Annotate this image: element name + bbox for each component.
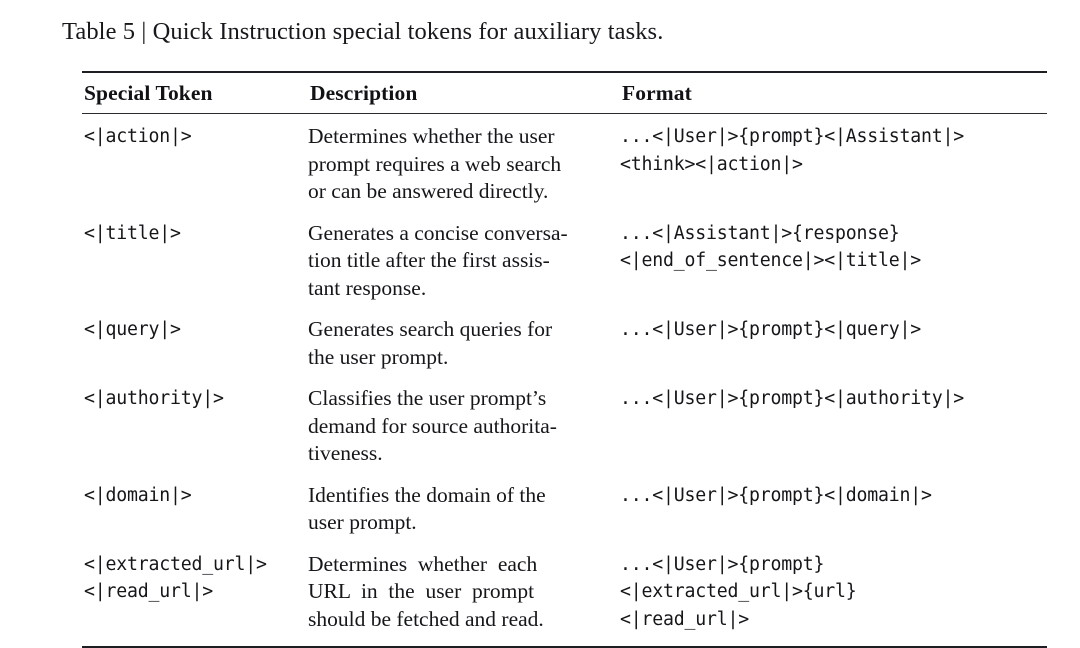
table-row: <|domain|> Identifies the domain of the us…	[82, 482, 1047, 537]
cell-description: Identifies the domain of the user prompt.	[308, 482, 620, 537]
table-row: <|authority|> Classifies the user prompt’…	[82, 385, 1047, 468]
description-line: prompt requires a web search	[308, 151, 562, 176]
format-line: ...<|User|>{prompt}<|Assistant|>	[620, 126, 964, 147]
column-header-special-token: Special Token	[84, 81, 213, 105]
special-token-text: <|query|>	[84, 319, 181, 340]
cell-special-token: <|action|>	[82, 123, 308, 151]
cell-format: ...<|User|>{prompt}<|Assistant|> <think><…	[620, 123, 1047, 178]
description-line: the user prompt.	[308, 344, 449, 369]
table-row: <|action|> Determines whether the user pro…	[82, 123, 1047, 206]
table-row: <|title|> Generates a concise conversa-ti…	[82, 220, 1047, 303]
special-token-text: <|action|>	[84, 126, 192, 147]
format-line: <think><|action|>	[620, 153, 803, 175]
column-header-description: Description	[310, 81, 418, 105]
description-line: should be fetched and read.	[308, 606, 544, 631]
cell-special-token: <|query|>	[82, 316, 308, 344]
format-line: ...<|Assistant|>{response}	[620, 222, 900, 244]
special-token-text: <|authority|>	[84, 388, 224, 409]
table-caption: Table 5 | Quick Instruction special toke…	[62, 18, 664, 45]
format-line: ...<|User|>{prompt}	[620, 553, 825, 575]
format-line: <|extracted_url|>{url}	[620, 581, 857, 602]
table-row: <|query|> Generates search queries for the…	[82, 316, 1047, 371]
description-line: or can be answered directly.	[308, 179, 549, 203]
description-line: Generates a concise conversa-	[308, 220, 568, 245]
cell-special-token: <|domain|>	[82, 482, 308, 510]
table-body: <|action|> Determines whether the user pro…	[82, 114, 1047, 646]
description-line: Determines whether each	[308, 551, 538, 576]
cell-format: ...<|Assistant|>{response} <|end_of_sente…	[620, 220, 1047, 275]
table-top-rule	[82, 71, 1047, 73]
format-line: <|end_of_sentence|><|title|>	[620, 250, 921, 271]
description-line: user prompt.	[308, 510, 417, 534]
special-token-text: <|read_url|>	[84, 581, 213, 602]
cell-format: ...<|User|>{prompt}<|authority|>	[620, 385, 1047, 413]
cell-special-token: <|authority|>	[82, 385, 308, 413]
description-line: URL in the user prompt	[308, 579, 535, 603]
description-line: tant response.	[308, 275, 427, 300]
cell-description: Generates search queries for the user pro…	[308, 316, 620, 371]
format-line: ...<|User|>{prompt}<|domain|>	[620, 484, 932, 506]
description-line: Determines whether the user	[308, 124, 555, 148]
description-line: Identifies the domain of the	[308, 482, 546, 507]
special-token-text: <|domain|>	[84, 484, 192, 506]
format-line: ...<|User|>{prompt}<|query|>	[620, 319, 921, 340]
special-tokens-table: Special Token Description Format <|actio…	[82, 71, 1047, 648]
special-token-text: <|extracted_url|>	[84, 553, 267, 575]
table-row: <|extracted_url|><|read_url|>Determines …	[82, 551, 1047, 634]
cell-format: ...<|User|>{prompt}<|query|>	[620, 316, 1047, 344]
format-line: ...<|User|>{prompt}<|authority|>	[620, 388, 964, 409]
table-header-row: Special Token Description Format	[82, 73, 1047, 113]
format-line: <|read_url|>	[620, 608, 749, 630]
description-line: tiveness.	[308, 441, 383, 465]
table-header-rule	[82, 113, 1047, 114]
description-line: tion title after the first assis-	[308, 248, 550, 272]
cell-format: ...<|User|>{prompt} <|extracted_url|>{url…	[620, 551, 1047, 634]
description-line: Generates search queries for	[308, 317, 553, 341]
description-line: Classifies the user prompt’s	[308, 386, 547, 410]
special-token-text: <|title|>	[84, 222, 181, 244]
description-line: demand for source authorita-	[308, 413, 557, 438]
cell-description: Determines whether the user prompt requir…	[308, 123, 620, 206]
cell-format: ...<|User|>{prompt}<|domain|>	[620, 482, 1047, 510]
cell-description: Generates a concise conversa-tion title …	[308, 220, 620, 303]
cell-special-token: <|extracted_url|> <|read_url|>	[82, 551, 308, 606]
cell-description: Classifies the user prompt’s demand for s…	[308, 385, 620, 468]
column-header-format: Format	[622, 81, 692, 105]
cell-special-token: <|title|>	[82, 220, 308, 248]
